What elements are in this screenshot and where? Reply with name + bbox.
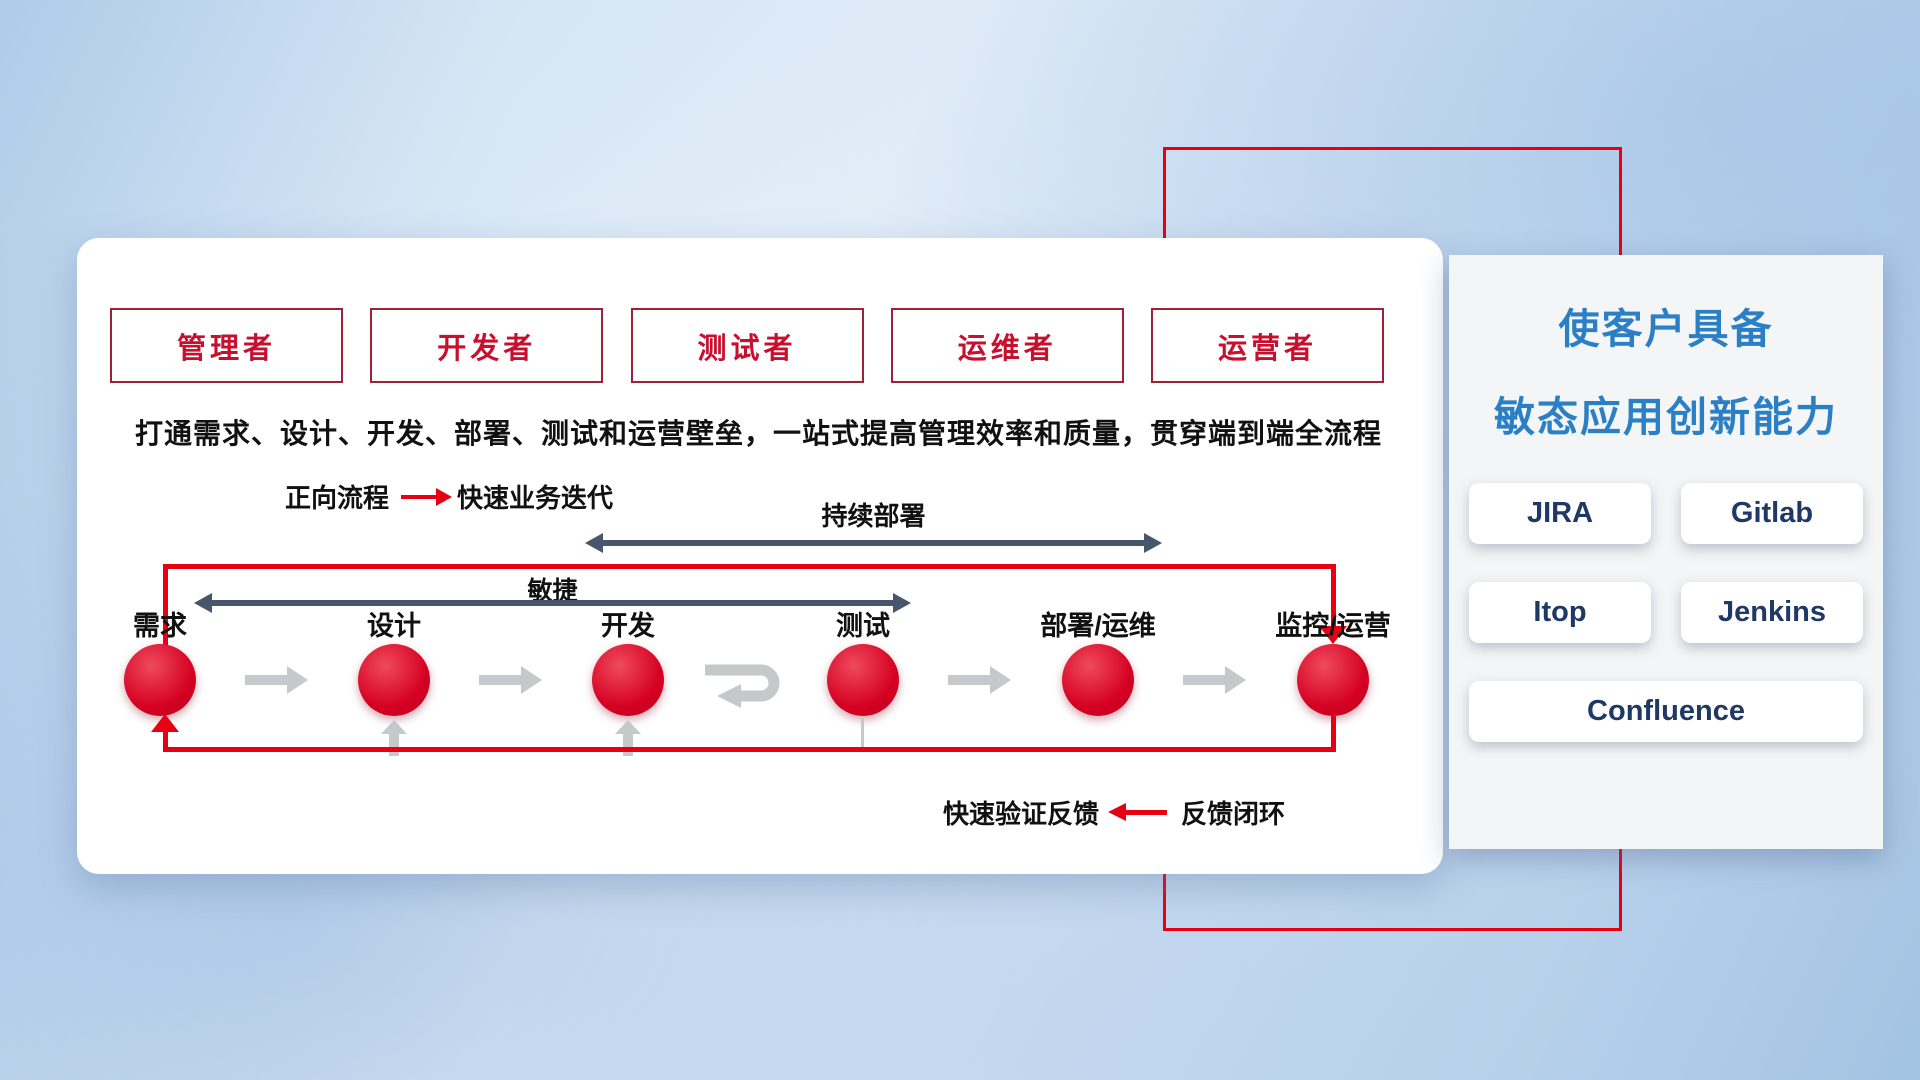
- feedback-loop-top-line: [163, 564, 1336, 569]
- role-box-manager: 管理者: [110, 308, 343, 383]
- continuous-deploy-label: 持续部署: [821, 501, 926, 531]
- continuous-deploy-double-arrow: [585, 533, 1162, 553]
- stage-circle-development: [592, 644, 664, 716]
- role-label: 开发者: [437, 332, 537, 365]
- down-arrowhead-icon: [1319, 626, 1347, 644]
- tool-chip-confluence: Confluence: [1469, 681, 1863, 742]
- capability-title-line1: 使客户具备: [1558, 306, 1774, 352]
- flow-arrow-icon: [1183, 666, 1246, 694]
- legend-forward-desc: 快速业务迭代: [457, 483, 614, 513]
- stage-label-deploy-ops: 部署/运维: [1040, 611, 1156, 641]
- flow-arrow-icon: [948, 666, 1011, 694]
- feedback-loop-bottom-line: [163, 747, 1336, 752]
- workflow-subtitle: 打通需求、设计、开发、部署、测试和运营壁垒，一站式提高管理效率和质量，贯穿端到端…: [135, 418, 1383, 449]
- tool-label: Jenkins: [1718, 596, 1826, 628]
- stage-circle-testing: [827, 644, 899, 716]
- legend-feedback-desc: 快速验证反馈: [943, 799, 1100, 829]
- legend-feedback-label: 反馈闭环: [1181, 799, 1286, 829]
- role-label: 测试者: [697, 332, 797, 365]
- stage-label-monitor-op: 监控/运营: [1275, 611, 1391, 641]
- agile-double-arrow: [194, 593, 911, 613]
- tool-chip-jenkins: Jenkins: [1681, 582, 1863, 643]
- stage-label-design: 设计: [367, 611, 421, 641]
- forward-arrow-icon: [401, 487, 453, 506]
- flow-arrow-icon: [245, 666, 308, 694]
- role-label: 运营者: [1217, 332, 1317, 365]
- feedback-up-arrow-icon: [615, 720, 641, 756]
- stage-label-development: 开发: [601, 611, 655, 641]
- legend-forward-label: 正向流程: [285, 483, 390, 513]
- tool-chip-itop: Itop: [1469, 582, 1651, 643]
- feedback-arrow-icon: [1108, 803, 1168, 821]
- feedback-loop-right-connector: [1331, 564, 1336, 628]
- legend-forward: 正向流程 快速业务迭代: [285, 478, 613, 515]
- feedback-up-arrow-icon: [381, 720, 407, 756]
- stage-label-requirements: 需求: [133, 611, 187, 641]
- feedback-loop-left-connector: [163, 564, 168, 646]
- tool-chip-gitlab: Gitlab: [1681, 483, 1863, 544]
- stage-circle-monitor-op: [1297, 644, 1369, 716]
- feedback-loop-right-down-connector: [1331, 716, 1336, 752]
- role-box-operator: 运营者: [1151, 308, 1384, 383]
- role-label: 运维者: [957, 332, 1057, 365]
- tool-label: Itop: [1533, 596, 1587, 628]
- role-box-developer: 开发者: [370, 308, 604, 383]
- legend-feedback: 快速验证反馈 反馈闭环: [943, 794, 1285, 831]
- roles-row: 管理者 开发者 测试者 运维者 运营者: [110, 308, 1384, 383]
- stage-circle-design: [358, 644, 430, 716]
- role-label: 管理者: [176, 332, 276, 365]
- capability-title-line2: 敏态应用创新能力: [1494, 394, 1838, 440]
- stage-circle-requirements: [124, 644, 196, 716]
- stage-label-testing: 测试: [836, 611, 890, 641]
- iteration-loop-arrow-icon: [705, 664, 780, 708]
- workflow-panel: 管理者 开发者 测试者 运维者 运营者 打通需求、设计、开发、部署、测试和运营壁…: [77, 238, 1443, 874]
- up-arrowhead-icon: [151, 714, 179, 732]
- feedback-loop-left-up-connector: [163, 730, 168, 747]
- tool-chip-jira: JIRA: [1469, 483, 1651, 544]
- tool-label: JIRA: [1526, 497, 1594, 529]
- role-box-tester: 测试者: [630, 308, 864, 383]
- capability-panel: 使客户具备 敏态应用创新能力 JIRA Gitlab Itop Jenkins …: [1449, 255, 1883, 849]
- role-box-ops: 运维者: [890, 308, 1124, 383]
- tool-label: Confluence: [1587, 695, 1745, 727]
- flow-arrow-icon: [479, 666, 542, 694]
- tool-label: Gitlab: [1730, 497, 1814, 529]
- testing-feedback-line: [861, 718, 864, 750]
- stage-circle-deploy-ops: [1062, 644, 1134, 716]
